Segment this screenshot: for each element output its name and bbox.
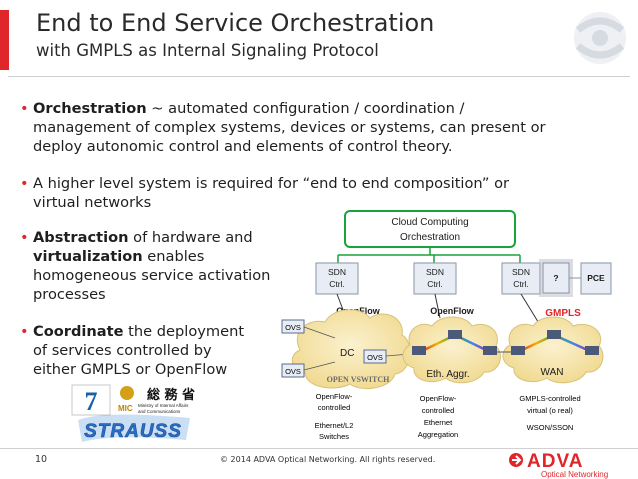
header-divider [8, 76, 630, 77]
wan-label: WAN [541, 367, 564, 378]
bullet-text: ~ automated configuration / coordination… [146, 100, 465, 117]
bullet-text: A higher level system is required for “e… [33, 175, 509, 192]
eth-aggr-label: Eth. Aggr. [426, 369, 469, 380]
ovs-box-2: OVS [281, 363, 305, 378]
bullet-text: deploy autonomic control and elements of… [33, 138, 453, 155]
bullet-coordinate: • Coordinate the deployment of services … [20, 322, 290, 382]
sdn2-line2: Ctrl. [427, 279, 443, 289]
bullet-text: management of complex systems, devices o… [33, 119, 546, 136]
pce-box: PCE [580, 262, 612, 295]
bullet-text: of hardware and [128, 229, 253, 246]
wan-cloud: WAN [502, 316, 604, 384]
openflow-label-2: OpenFlow [430, 306, 474, 316]
bullet-bold: virtualization [33, 248, 143, 265]
adva-logo: ADVA Optical Networking [509, 451, 608, 479]
ovs-link [303, 326, 336, 339]
ovs-box-1: OVS [281, 319, 305, 334]
accent-bar [0, 10, 9, 70]
cloud-box-line1: Cloud Computing [391, 217, 468, 228]
bullet-text: of services controlled by [33, 342, 212, 359]
bullet-dot: • [20, 175, 29, 192]
caption-wan: GMPLS-controlled virtual (o real) WSON/S… [519, 394, 580, 432]
adva-swirl-icon [574, 12, 626, 64]
caption-line: virtual (o real) [527, 406, 573, 415]
openvswitch-label: OPEN VSWITCH [327, 375, 391, 384]
bullet-abstraction: • Abstraction of hardware and virtualiza… [20, 228, 300, 308]
gmpls-label: GMPLS [545, 308, 581, 319]
fp7-number: 7 [85, 387, 98, 416]
fp7-logo: 7 [71, 384, 111, 416]
page-number: 10 [35, 454, 48, 465]
caption-line: controlled [318, 403, 351, 412]
cloud-orchestration-box: Cloud Computing Orchestration [344, 210, 516, 248]
question-label: ? [553, 273, 558, 283]
bullet-dot: • [20, 229, 29, 246]
unknown-box: ? [539, 259, 573, 297]
sdn-controller-3: SDN Ctrl. [501, 262, 541, 295]
caption-eth: OpenFlow- controlled Ethernet Aggregatio… [418, 394, 458, 439]
bullet-orchestration: • Orchestration ~ automated configuratio… [20, 99, 620, 159]
dc-cloud: DC OPEN VSWITCH [291, 309, 411, 390]
ovs-label: OVS [367, 353, 383, 362]
adva-subtitle: Optical Networking [541, 470, 608, 479]
mic-text-1: Ministry of Internal Affairs [138, 403, 189, 408]
caption-line: Ethernet [424, 418, 453, 427]
caption-line: Ethernet/L2 [315, 421, 354, 430]
bullet-higher-level: • A higher level system is required for … [20, 174, 620, 214]
sdn2-link [434, 293, 441, 319]
page-subtitle: with GMPLS as Internal Signaling Protoco… [36, 41, 379, 60]
bullet-text: the deployment [123, 323, 245, 340]
caption-line: Switches [319, 432, 349, 441]
bullet-bold: Orchestration [33, 100, 147, 117]
caption-line: GMPLS-controlled [519, 394, 580, 403]
sdn-controller-2: SDN Ctrl. [413, 262, 457, 295]
caption-line: OpenFlow- [316, 392, 353, 401]
bullet-text: processes [33, 286, 106, 303]
copyright-text: © 2014 ADVA Optical Networking. All righ… [220, 455, 436, 464]
sdn3-link [520, 293, 541, 326]
bullet-bold: Abstraction [33, 229, 129, 246]
mic-logo: 総 務 省 MIC Ministry of Internal Affairs a… [118, 386, 195, 414]
sdn3-line1: SDN [512, 267, 530, 277]
caption-line: Aggregation [418, 430, 458, 439]
caption-line: controlled [422, 406, 455, 415]
mic-text-2: and Communications [138, 409, 181, 414]
bullet-text: virtual networks [33, 194, 152, 211]
strauss-logo: STRAUSS [78, 414, 190, 442]
sdn1-line2: Ctrl. [329, 279, 345, 289]
caption-dc: OpenFlow- controlled Ethernet/L2 Switche… [315, 392, 354, 441]
caption-line: WSON/SSON [527, 423, 574, 432]
bullet-dot: • [20, 323, 29, 340]
dc-label: DC [340, 348, 354, 359]
bullet-text: enables [142, 248, 205, 265]
orchestration-connectors [337, 247, 521, 263]
cloud-box-line2: Orchestration [400, 232, 460, 243]
ovs-label: OVS [285, 323, 301, 332]
bullet-dot: • [20, 100, 29, 117]
sdn2-line1: SDN [426, 267, 444, 277]
sdn3-line2: Ctrl. [513, 279, 529, 289]
page-title: End to End Service Orchestration [36, 9, 435, 37]
bullet-bold: Coordinate [33, 323, 124, 340]
caption-line: OpenFlow- [420, 394, 457, 403]
ovs-box-3: OVS [363, 349, 387, 364]
sdn1-line1: SDN [328, 267, 346, 277]
pce-label: PCE [587, 273, 605, 283]
ovs-link [303, 361, 336, 371]
mic-kanji: 総 務 省 [147, 387, 195, 403]
eth-aggr-cloud: Eth. Aggr. [402, 316, 501, 384]
bullet-text: either GMPLS or OpenFlow [33, 361, 228, 378]
mic-acronym: MIC [118, 404, 133, 413]
sdn-controller-1: SDN Ctrl. [315, 262, 359, 295]
footer-divider [0, 448, 638, 449]
ovs-label: OVS [285, 367, 301, 376]
bullet-text: homogeneous service activation [33, 267, 271, 284]
adva-wordmark: ADVA [527, 451, 583, 472]
strauss-text: STRAUSS [84, 421, 182, 442]
